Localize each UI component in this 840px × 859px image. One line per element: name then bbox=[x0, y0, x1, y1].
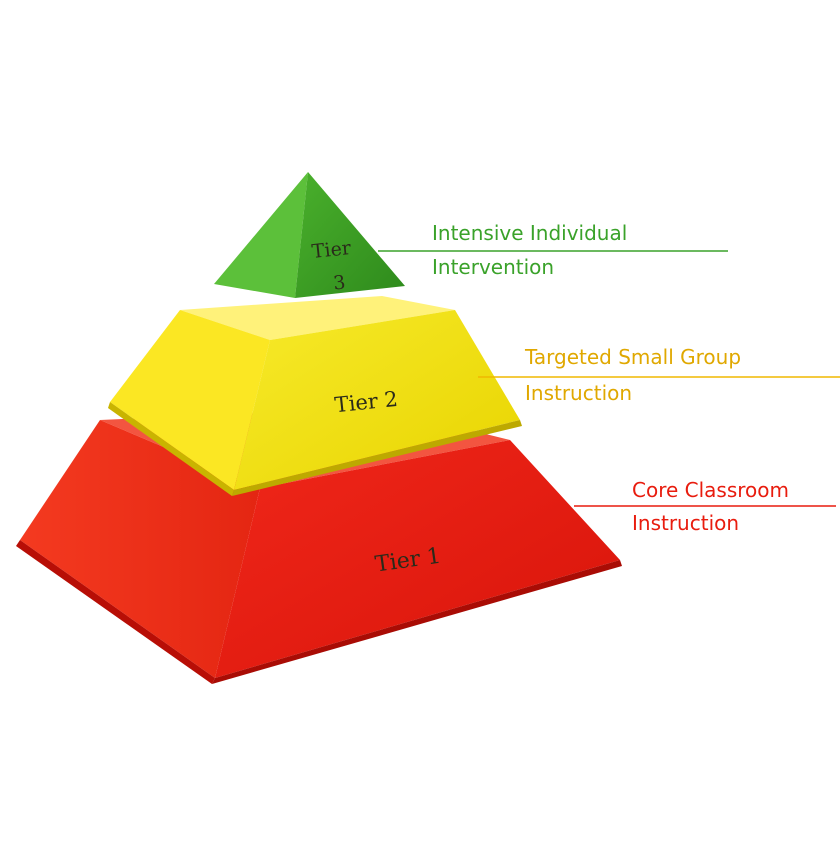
tier-1-left-face bbox=[20, 420, 260, 678]
tier-3-desc-line1: Intensive Individual bbox=[432, 221, 627, 245]
tier-1-desc-line1: Core Classroom bbox=[632, 478, 789, 502]
tier-2-top-face bbox=[180, 296, 455, 340]
tier-3-label-line2: 3 bbox=[332, 271, 346, 294]
tier-2-left-face bbox=[110, 310, 270, 490]
tier-1-desc-line2: Instruction bbox=[632, 511, 739, 535]
tier-2-bottom-edge bbox=[108, 402, 234, 496]
tier-2-desc-line1: Targeted Small Group bbox=[524, 345, 741, 369]
tier-3-label-line1: Tier bbox=[311, 237, 353, 263]
tier-1-front-face bbox=[215, 440, 620, 678]
tier-1-bottom-edge bbox=[16, 540, 215, 684]
tier-3-desc-line2: Intervention bbox=[432, 255, 554, 279]
tier-3-block bbox=[214, 172, 405, 298]
tier-2-front-face bbox=[234, 310, 520, 490]
tier-1-block bbox=[16, 408, 622, 684]
tier-2-desc-line2: Instruction bbox=[525, 381, 632, 405]
tier-3-left-face bbox=[214, 172, 308, 298]
tier-2-bottom-edge-right bbox=[232, 420, 522, 496]
tier-2-block bbox=[108, 296, 522, 496]
tier-1-bottom-edge-right bbox=[212, 560, 622, 684]
tier-3-front-face bbox=[295, 172, 405, 298]
